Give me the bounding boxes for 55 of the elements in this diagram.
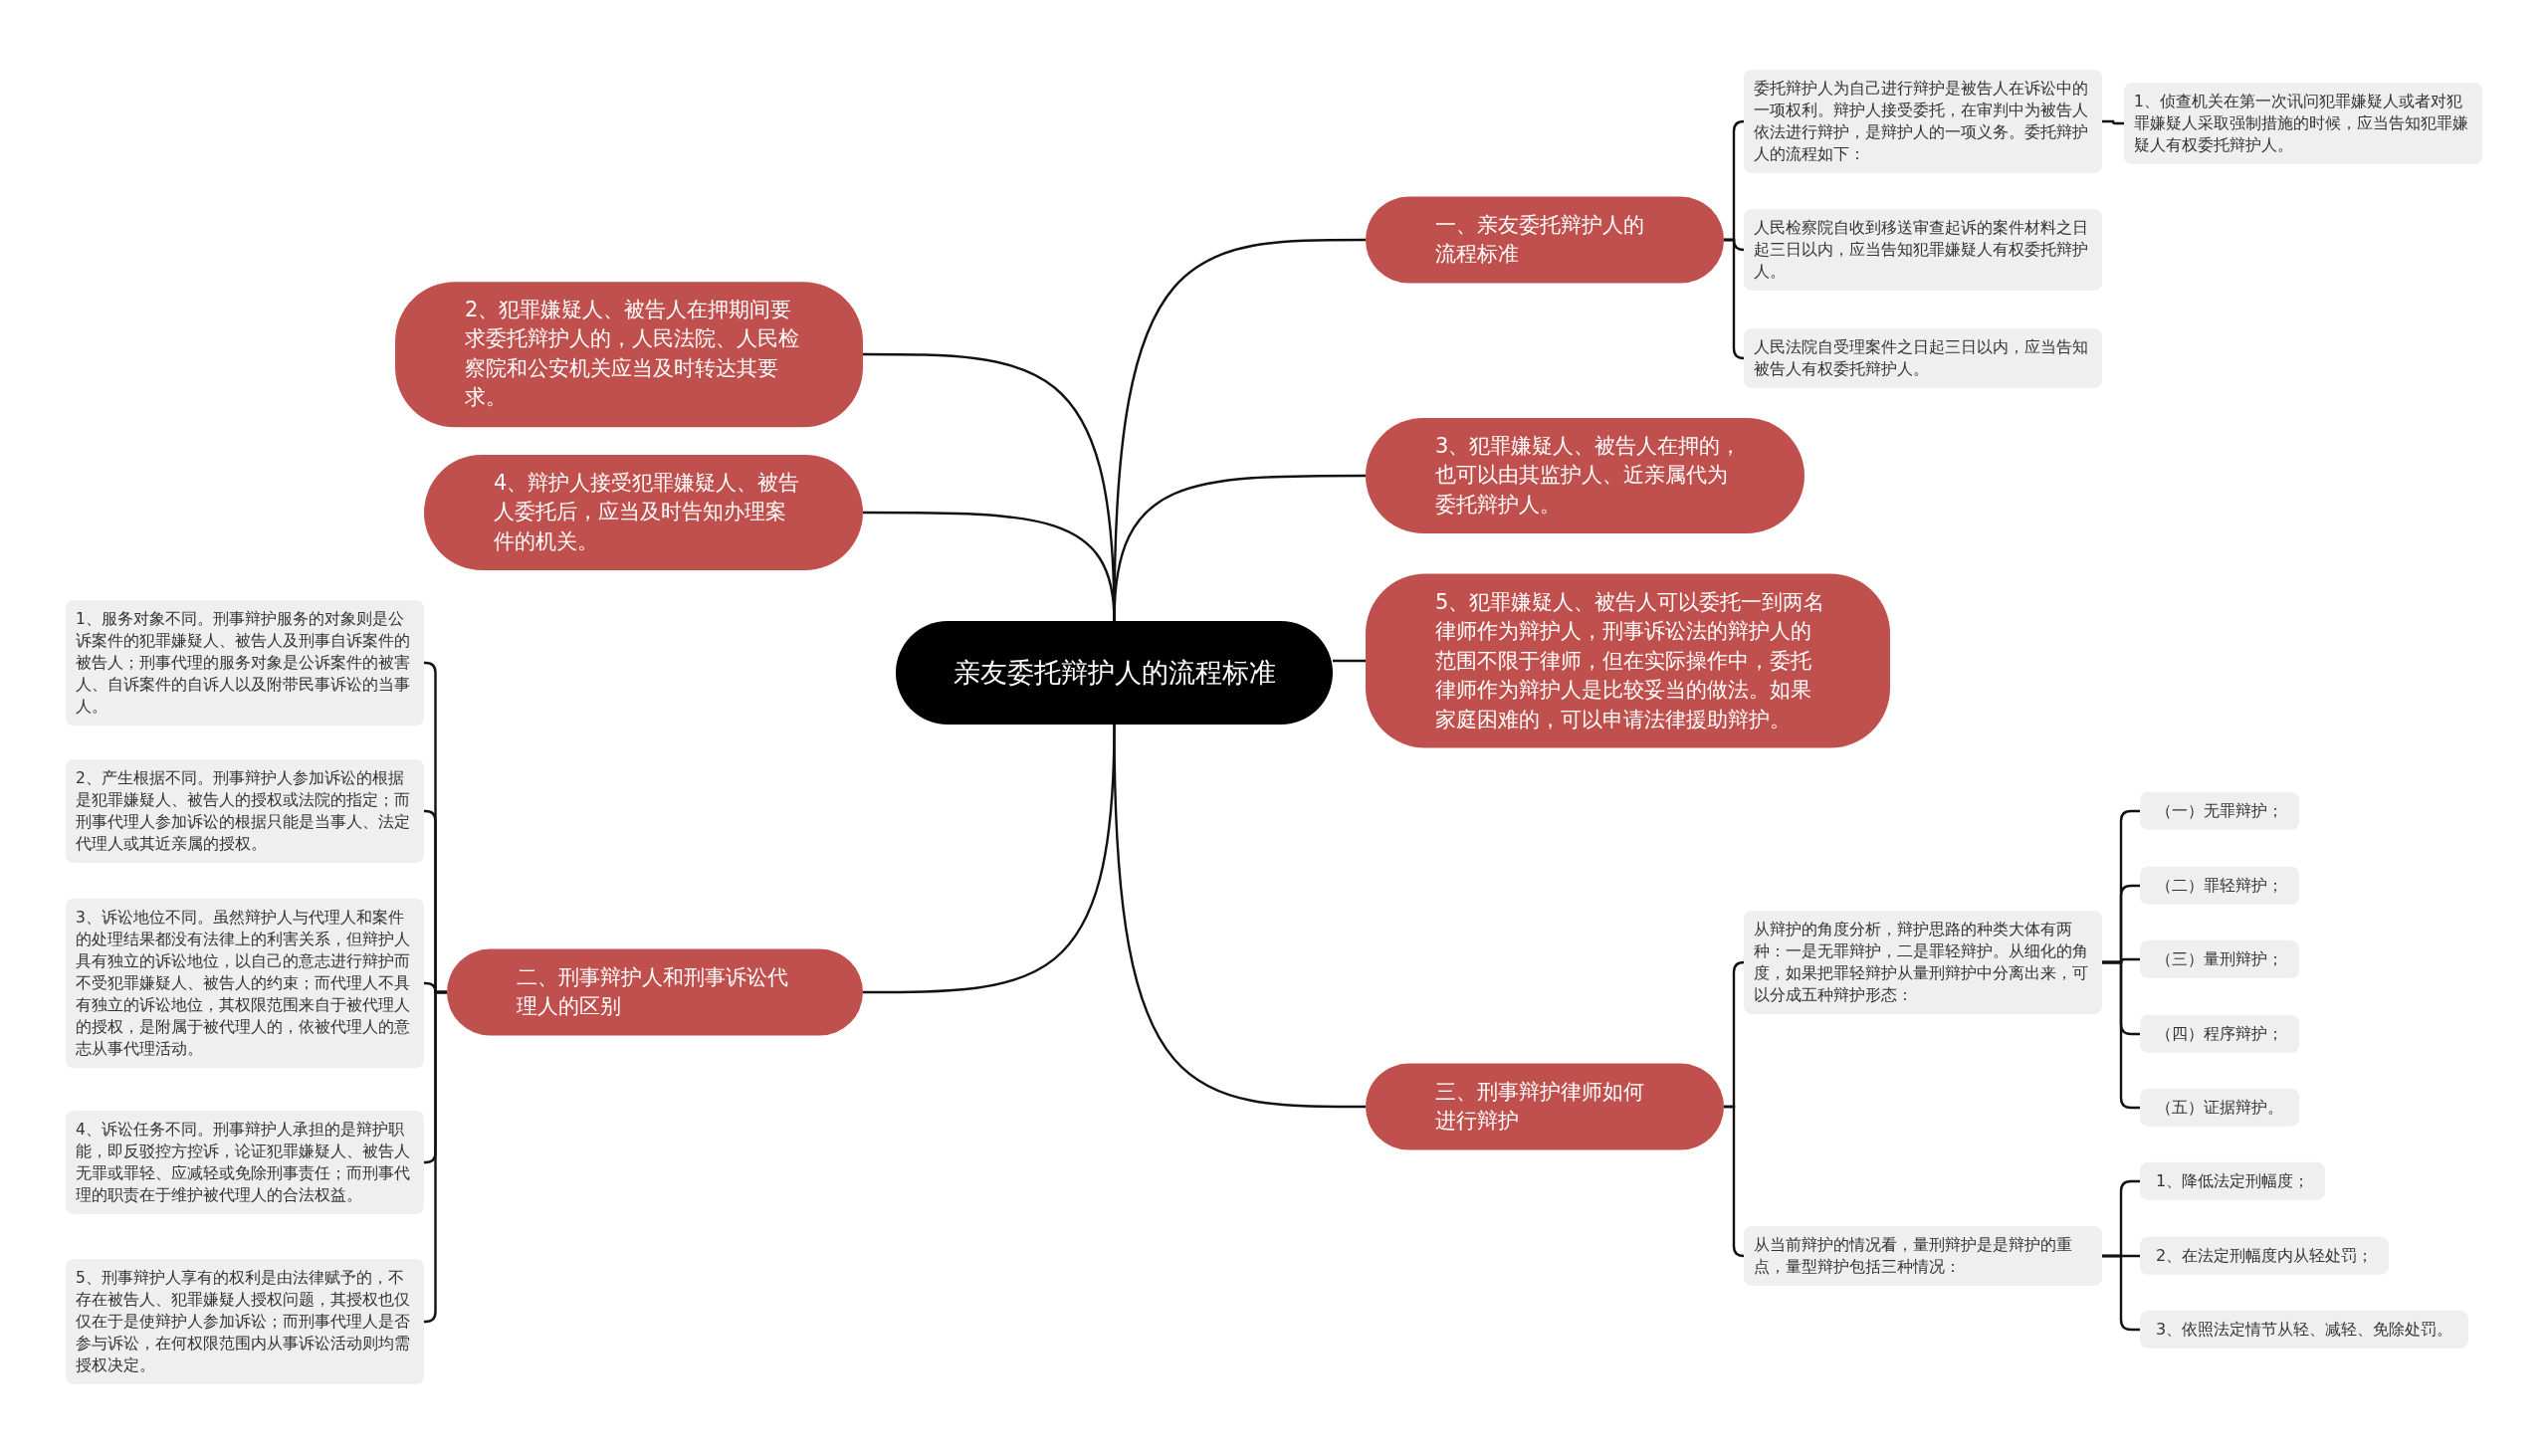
- note-card: [66, 759, 424, 863]
- connector-line: [2102, 119, 2124, 125]
- topic-text: 3、犯罪嫌疑人、被告人在押的，也可以由其监护人、近亲属代为委托辩护人。: [1435, 432, 1743, 519]
- note-card: [2140, 939, 2299, 979]
- note-card: [1744, 209, 2102, 291]
- note-text: 2、产生根据不同。刑事辩护人参加诉讼的根据是犯罪嫌疑人、被告人的授权或法院的指定；而刑事代理人参加诉讼的根据只能是当事人、法定代理人或其近亲属的授权。: [76, 768, 411, 855]
- connector-line: [2102, 1254, 2140, 1332]
- note-text: （一）无罪辩护；: [2156, 799, 2283, 822]
- topic-text: 二、刑事辩护人和刑事诉讼代理人的区别: [517, 963, 789, 1020]
- note-card: [66, 1259, 424, 1384]
- note-text: 1、服务对象不同。刑事辩护服务的对象则是公诉案件的犯罪嫌疑人、被告人及刑事自诉案件的被告人；刑事代理的服务对象是公诉案件的被害人、自诉案件的自诉人以及附带民事诉讼的当事人。: [76, 609, 411, 718]
- note-text: （五）证据辩护。: [2156, 1096, 2283, 1119]
- connector-line: [423, 990, 447, 1324]
- note-text: （三）量刑辩护；: [2156, 947, 2283, 970]
- topic-text: 2、犯罪嫌疑人、被告人在押期间要求委托辩护人的，人民法院、人民检察院和公安机关应当及时转达其要求。: [465, 297, 800, 412]
- connector-line: [1724, 1105, 1746, 1258]
- connector-line: [1113, 724, 1366, 1109]
- note-text: 4、诉讼任务不同。刑事辩护人承担的是辩护职能，即反驳控方控诉，论证犯罪嫌疑人、被告人无罪或罪轻、应减轻或免除刑事责任；而刑事代理的职责在于维护被代理人的合法权益。: [76, 1120, 411, 1206]
- connector-line: [2102, 960, 2140, 1110]
- note-text: 1、侦查机关在第一次讯问犯罪嫌疑人或者对犯罪嫌疑人采取强制措施的时候，应当告知犯罪嫌疑人有权委托辩护人。: [2134, 92, 2469, 156]
- note-card: [66, 899, 424, 1068]
- connector-line: [1333, 659, 1366, 663]
- note-card: [2140, 866, 2299, 906]
- note-text: 委托辩护人为自己进行辩护是被告人在诉讼中的一项权利。辩护人接受委托，在审判中为被告人依法进行辩护，是辩护人的一项义务。委托辩护人的流程如下：: [1754, 79, 2089, 165]
- note-text: 人民检察院自收到移送审查起诉的案件材料之日起三日以内，应当告知犯罪嫌疑人有权委托辩护人。: [1754, 218, 2089, 283]
- note-card: [2140, 1161, 2326, 1201]
- note-card: [2140, 1236, 2390, 1276]
- note-card: [2124, 83, 2482, 164]
- note-card: [66, 1111, 424, 1214]
- note-card: [1744, 1226, 2102, 1286]
- note-text: 2、在法定刑幅度内从轻处罚；: [2156, 1244, 2374, 1267]
- note-text: 从辩护的角度分析，辩护思路的种类大体有两种：一是无罪辩护，二是罪轻辩护。从细化的角度，如果把罪轻辩护从量刑辩护中分离出来，可以分成五种辩护形态：: [1754, 920, 2089, 1006]
- note-text: 3、依照法定情节从轻、减轻、免除处罚。: [2156, 1318, 2453, 1341]
- note-card: [2140, 791, 2299, 831]
- topic-pill: [1366, 573, 1890, 748]
- topic-text: 三、刑事辩护律师如何进行辩护: [1435, 1078, 1645, 1135]
- note-text: 1、降低法定刑幅度；: [2156, 1169, 2310, 1192]
- note-text: （二）罪轻辩护；: [2156, 874, 2283, 897]
- note-card: [1744, 70, 2102, 173]
- note-card: [1744, 911, 2102, 1014]
- note-text: （四）程序辩护；: [2156, 1022, 2283, 1045]
- note-text: 人民法院自受理案件之日起三日以内，应当告知被告人有权委托辩护人。: [1754, 337, 2089, 380]
- note-card: [2140, 1088, 2299, 1128]
- note-card: [1744, 328, 2102, 388]
- connector-line: [1724, 238, 1746, 360]
- note-card: [66, 600, 424, 726]
- topic-text: 5、犯罪嫌疑人、被告人可以委托一到两名律师作为辩护人，刑事诉讼法的辩护人的范围不限于律师，但在实际操作中，委托律师作为辩护人是比较妥当的做法。如果家庭困难的，可以申请法律援助辩护。: [1435, 588, 1826, 733]
- topic-text: 4、辩护人接受犯罪嫌疑人、被告人委托后，应当及时告知办理案件的机关。: [494, 469, 801, 555]
- note-card: [2140, 1014, 2299, 1054]
- note-text: 从当前辩护的情况看，量刑辩护是是辩护的重点，量型辩护包括三种情况：: [1754, 1235, 2073, 1278]
- note-card: [2140, 1310, 2469, 1350]
- topic-text: 亲友委托辩护人的流程标准: [953, 656, 1276, 691]
- topic-text: 一、亲友委托辩护人的流程标准: [1435, 211, 1645, 268]
- note-text: 3、诉讼地位不同。虽然辩护人与代理人和案件的处理结果都没有法律上的利害关系，但辩护人具有独立的诉讼地位，以自己的意志进行辩护而不受犯罪嫌疑人、被告人的约束；而代理人不具有独立的诉讼地位，其权限范围来自于被代理人的授权，是附属于被代理人的，依被代理人的意志从事代理活动。: [76, 908, 411, 1060]
- note-text: 5、刑事辩护人享有的权利是由法律赋予的，不存在被告人、犯罪嫌疑人授权问题，其授权也仅仅在于是使辩护人参加诉讼；而刑事代理人是否参与诉讼，在何权限范围内从事诉讼活动则均需授权决定。: [76, 1268, 411, 1376]
